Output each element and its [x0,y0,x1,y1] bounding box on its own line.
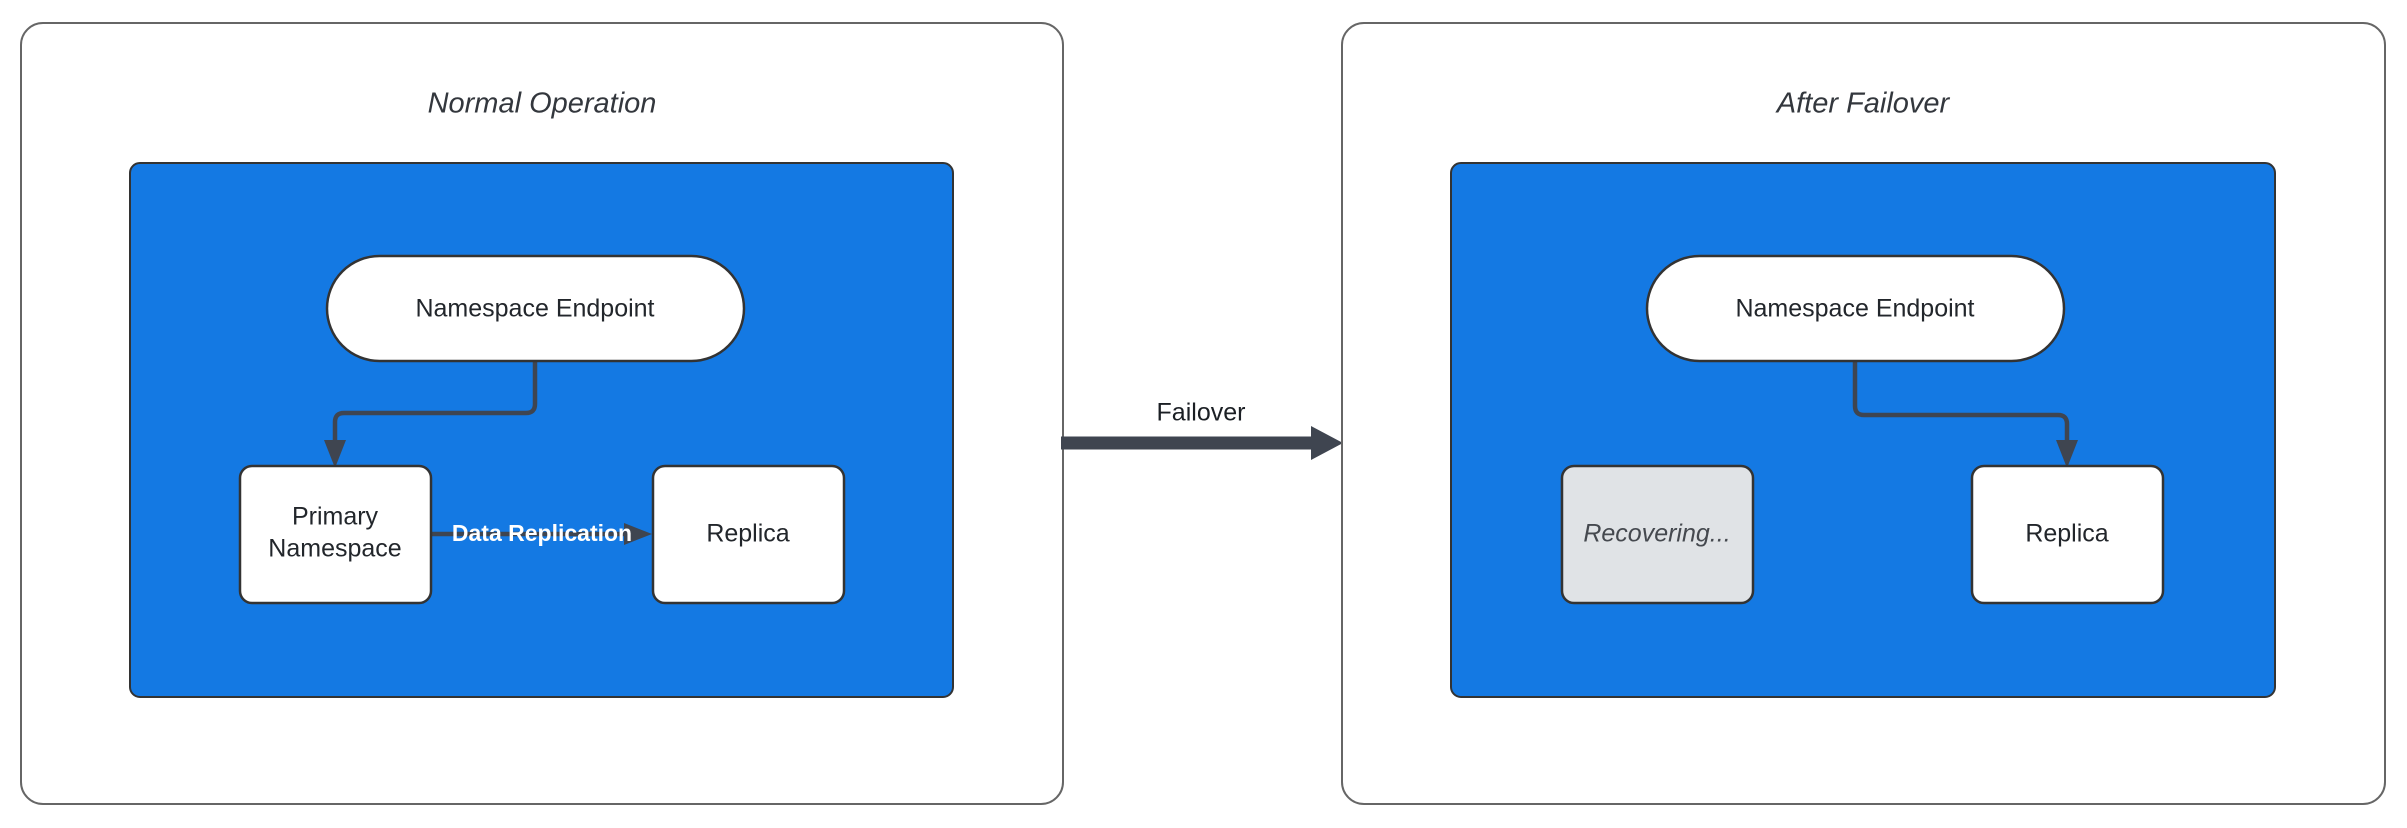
transition-label-failover: Failover [1157,399,1246,427]
node-label-primary-namespace-line1: Primary [292,503,379,531]
panel-after-failover: After Failover Namespace Endpoint Recove… [1341,22,2386,805]
node-namespace-endpoint-left[interactable]: Namespace Endpoint [325,254,746,363]
node-label-namespace-endpoint-left: Namespace Endpoint [415,295,654,323]
edge-label-data-replication: Data Replication [452,520,632,546]
node-label-replica-left: Replica [706,520,789,548]
node-shape-namespace-endpoint-right [1645,254,2066,363]
node-label-replica-right: Replica [2025,520,2108,548]
node-shape-recovering [1560,464,1755,605]
node-shape-namespace-endpoint-left [325,254,746,363]
transition-failover: Failover [1061,399,1343,460]
arrow-head-primary-to-replica [624,523,652,545]
node-recovering[interactable]: Recovering... [1560,464,1755,605]
cluster-box-after-failover [1450,162,2276,698]
node-namespace-endpoint-right[interactable]: Namespace Endpoint [1645,254,2066,363]
node-replica-left[interactable]: Replica [651,464,846,605]
panel-title-normal-operation: Normal Operation [428,88,657,120]
cluster-box-normal-operation [129,162,954,698]
arrow-head-endpoint-to-replica [2056,440,2078,468]
edge-endpoint-to-replica [1852,362,2070,452]
node-label-primary-namespace-line2: Namespace [268,535,401,563]
node-replica-right[interactable]: Replica [1970,464,2165,605]
node-shape-primary-namespace [238,464,433,605]
edge-endpoint-to-primary [332,362,538,452]
node-primary-namespace[interactable]: Primary Namespace [238,464,433,605]
panel-title-after-failover: After Failover [1775,88,1951,120]
node-label-recovering: Recovering... [1583,520,1730,548]
panel-normal-operation: Normal Operation Namespace Endpoint Prim… [20,22,1064,805]
node-shape-replica-left [651,464,846,605]
node-label-namespace-endpoint-right: Namespace Endpoint [1735,295,1974,323]
arrow-head-endpoint-to-primary [324,440,346,468]
transition-arrow-head [1311,426,1343,460]
node-shape-replica-right [1970,464,2165,605]
